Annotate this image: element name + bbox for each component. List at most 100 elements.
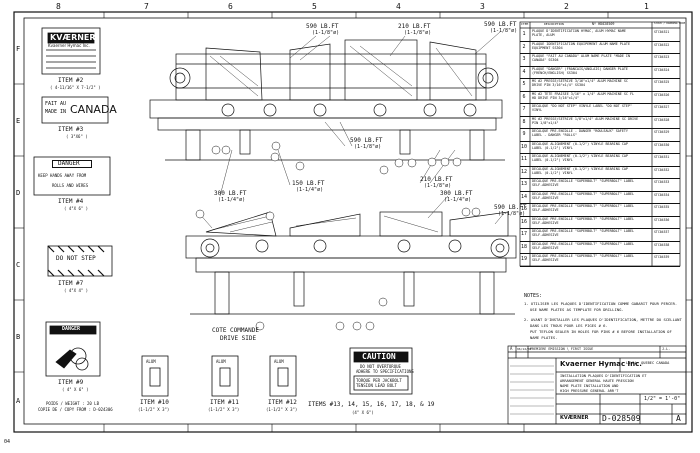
zone-8: 8 — [56, 2, 61, 11]
bom-row-part-number: STC04534 — [654, 192, 670, 197]
bom-row-part-number: STC04528 — [654, 117, 670, 122]
title-line4: HIGH PRESSURE GENERAL ARR'T — [560, 389, 619, 393]
title-block-logo: KVÆRNER — [560, 415, 589, 421]
item12-tag: ALUM — [274, 359, 284, 364]
sheet-revision: A — [676, 414, 681, 423]
bom-row-item-number: 17 — [520, 231, 528, 238]
machine-side-view — [185, 211, 517, 315]
canada-text: CANADA — [70, 103, 117, 116]
leader-lines-upper — [219, 31, 501, 197]
bom-row-part-number: STC04538 — [654, 242, 670, 247]
bom-row-part-number: STC04530 — [654, 142, 670, 147]
torque-label-b-dia: (1-1/8"ø) — [404, 30, 432, 36]
zone-2: 2 — [564, 2, 569, 11]
kvaerner-logo: KVÆRNER — [50, 33, 96, 42]
caution-line2: ADHERE TO SPECIFICATIONS — [356, 369, 414, 374]
items13-size: (4" X 6") — [352, 410, 374, 415]
bom-row-item-number: 9 — [522, 131, 526, 138]
torque-label-g: 210 LB.FT — [420, 176, 453, 183]
bom-row-item-number: 18 — [520, 243, 528, 250]
bom-row-part-number: STC04525 — [654, 80, 670, 85]
machine-top-view — [149, 39, 505, 161]
zone-C: C — [16, 261, 21, 269]
bom-row-part-number: STC04527 — [654, 105, 670, 110]
bom-row-description: DECALQUE PRE-ENCOLLE "SUPERBOLT" "SUPERB… — [532, 216, 635, 225]
bom-row-item-number: 3 — [522, 56, 526, 63]
torque-label-a: 590 LB.FT — [306, 23, 339, 30]
item12-label: ITEM #12 — [268, 399, 297, 406]
item7-label: ITEM #7 — [58, 280, 84, 287]
note2-en2: NAME PLATES. — [530, 335, 558, 340]
items13-label: ITEMS #13, 14, 15, 16, 17, 18, & 19 — [308, 401, 435, 408]
bom-row-description: MS #2 PRESSE/SETRIVE 1/8"x1/4" ALUM MACH… — [532, 116, 639, 125]
bom-row-item-number: 12 — [520, 168, 528, 175]
revision-date: 96/12/06 — [517, 347, 532, 351]
item10-size: (1-1/2" X 3") — [138, 407, 170, 412]
torque-label-a-dia: (1-1/8"ø) — [312, 30, 340, 36]
bom-table-frame — [519, 21, 681, 267]
item9-size: ( 4" X 6" ) — [62, 387, 89, 392]
item4-size: ( 4"X 6" ) — [64, 206, 89, 211]
outer-frame — [13, 11, 693, 433]
bom-header-partno: Nº HD028509 — [592, 22, 615, 26]
plate-outlines — [33, 27, 413, 397]
bom-row-description: DECALQUE PRE-ENCOLLE "SUPERBOLT" "SUPERB… — [532, 254, 635, 263]
bom-row-item-number: 7 — [522, 106, 526, 113]
item3-label: ITEM #3 — [58, 126, 84, 133]
bom-row-description: PLAQUE "DANGER" (FRANCAIS/ANGLAIS) DANGE… — [532, 66, 628, 75]
item3-size: ( 3"X6" ) — [66, 134, 88, 139]
drive-side-fr: COTE COMMANDE — [212, 327, 259, 334]
bom-header-item: ITEM — [521, 22, 529, 26]
bom-row-part-number: STC04539 — [654, 255, 670, 260]
bom-row-item-number: 1 — [522, 31, 526, 37]
note2-en: PUT TEFLON SEALER IN HOLES FOR PINS # 6 … — [530, 329, 672, 334]
torque-label-g-dia: (1-1/8"ø) — [424, 183, 452, 189]
copy-from-line: COPIE DE / COPY FROM : D-024306 — [38, 407, 113, 412]
bom-row-item-number: 15 — [520, 206, 528, 213]
title-line2: ARRANGEMENT GENERAL HAUTE PRESSION — [560, 379, 634, 383]
torque-label-h-dia: (1-1/4"ø) — [444, 197, 472, 203]
drive-side-en: DRIVE SIDE — [220, 335, 257, 342]
dont-step-text: DO NOT STEP — [56, 255, 96, 262]
torque-label-d-dia: (1-1/8"ø) — [354, 144, 382, 150]
bom-header-code: STOCK / DRAWING CODE — [654, 22, 686, 25]
item10-label: ITEM #10 — [140, 399, 169, 406]
bom-row-part-number: STC04537 — [654, 230, 670, 235]
bom-row-part-number: STC04533 — [654, 180, 670, 185]
note1-en: USE NAME PLATES AS TEMPLATE FOR DRILLING… — [530, 307, 624, 312]
bom-row-description: DECALQUE PRE-ENCOLLE "SUPERBOLT" "SUPERB… — [532, 229, 635, 238]
bom-row-item-number: 6 — [522, 93, 526, 100]
item-balloons-upper — [211, 141, 462, 175]
bom-row-description: DECALQUE PRE-ENCOLLE "SUPERBOLT" "SUPERB… — [532, 179, 635, 188]
torque-label-h: 300 LB.FT — [440, 190, 473, 197]
item2-label: ITEM #2 — [58, 77, 84, 84]
bom-table: ITEM DESCRIPTION Nº HD028509 STOCK / DRA… — [520, 22, 685, 267]
zone-6: 6 — [228, 2, 233, 11]
bom-row-description: PLAQUE D'IDENTIFICATION HYMAC, ALUM HYMA… — [532, 29, 626, 37]
title-line3: NAME PLATE INSTALLATION AND — [560, 384, 619, 388]
danger-title: DANGER — [58, 160, 80, 167]
zone-4: 4 — [396, 2, 401, 11]
dont-step-hatch — [47, 245, 105, 277]
bom-row-item-number: 5 — [522, 81, 526, 88]
bom-row-item-number: 13 — [520, 181, 528, 188]
item11-size: (1-1/2" X 3") — [208, 407, 240, 412]
note2-fr2: DANS LES TROUS POUR LES PIGES # 6. — [530, 323, 608, 328]
zone-ticks — [14, 12, 692, 432]
bom-row-part-number: STC04524 — [654, 67, 670, 72]
bom-row: 13 DECALQUE PRE-ENCOLLE "SUPERBOLT" "SUPE… — [520, 178, 680, 192]
torque-label-e: 150 LB.FT — [292, 180, 325, 187]
title-line1: INSTALLATION PLAQUES D'IDENTIFICATION ET — [560, 374, 647, 378]
canada-fait-au: FAIT AU — [45, 101, 67, 107]
bom-row-description: DECALQUE ALIGNEMENT (0-1/2") VINYLE BEAR… — [532, 141, 628, 150]
bom-row: 1 PLAQUE D'IDENTIFICATION HYMAC, ALUM HYM… — [520, 28, 680, 42]
zone-B: B — [16, 333, 21, 341]
bom-row-part-number: STC04523 — [654, 55, 670, 60]
